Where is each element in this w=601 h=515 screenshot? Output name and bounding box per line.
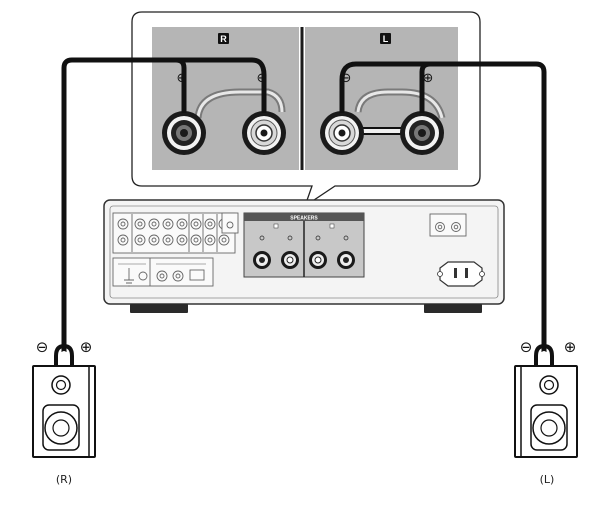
cable-right-channel (61, 57, 187, 352)
speakers-panel-label: SPEAKERS (290, 216, 318, 222)
cable-loop-l (534, 343, 554, 366)
speaker-r-plus-symbol: ⊕ (80, 338, 93, 356)
speaker-l-plus-symbol: ⊕ (564, 338, 577, 356)
speaker-r-woofer (44, 411, 78, 445)
amplifier-rear-panel: SPEAKERS (103, 199, 505, 313)
speaker-r-tweeter (51, 375, 71, 395)
binding-post-r-plus (162, 111, 206, 155)
binding-post-r-minus (242, 111, 286, 155)
speaker-l-woofer (532, 411, 566, 445)
binding-post-l-plus (400, 111, 444, 155)
left-channel-badge: L (380, 33, 391, 44)
speaker-right-channel: ⊖ ⊕ (32, 338, 96, 458)
svg-text:R: R (220, 34, 227, 44)
ac-inlet (437, 261, 485, 287)
cable-left-channel (419, 61, 547, 352)
speaker-l-minus-symbol: ⊖ (520, 338, 533, 356)
right-channel-badge: R (218, 33, 229, 44)
speaker-r-minus-symbol: ⊖ (36, 338, 49, 356)
plus-symbol-l: ⊕ (423, 71, 434, 86)
speaker-l-caption: (L) (540, 473, 555, 486)
minus-symbol-l: ⊖ (341, 71, 352, 86)
cable-loop-r (54, 343, 74, 366)
amp-foot-right (424, 304, 482, 313)
inset-wire-r-inner (196, 90, 284, 119)
speaker-r-caption: (R) (56, 473, 72, 486)
input-jacks (112, 212, 236, 254)
amp-speaker-terminal-panel: SPEAKERS (243, 212, 365, 278)
amp-foot-left (130, 304, 188, 313)
inset-wire-l-inner (356, 90, 444, 119)
aux-jack (221, 212, 239, 234)
binding-post-l-minus (320, 111, 364, 155)
right-side-jacks (429, 213, 467, 237)
speaker-cables (61, 57, 547, 352)
phono-ground-block (112, 257, 214, 287)
svg-text:L: L (383, 34, 389, 44)
speaker-left-channel: ⊖ ⊕ (514, 338, 578, 458)
speaker-l-tweeter (539, 375, 559, 395)
